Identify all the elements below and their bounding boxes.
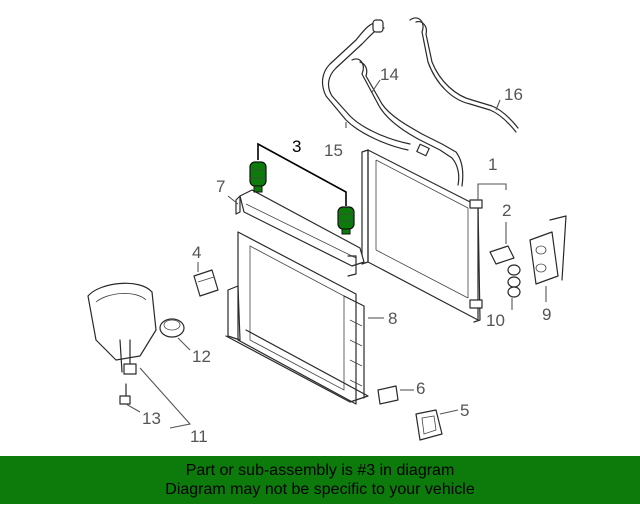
parts-diagram: 1 2 3 4 5 6 7 8 9 10 11 12 13 14 15 16 [87,17,567,446]
callout-10: 10 [486,311,505,330]
mount-3-right [337,206,355,235]
callout-13: 13 [142,409,161,428]
leader-11 [139,367,192,429]
callout-5: 5 [460,401,469,420]
bracket-6 [377,385,399,405]
callout-15: 15 [324,141,343,160]
housing-9 [529,215,567,285]
callout-11: 11 [190,427,208,446]
leader-14 [371,79,381,93]
callout-16: 16 [504,85,523,104]
sensor-13 [119,383,131,405]
callout-1: 1 [488,155,497,174]
mount-3-left [249,161,267,193]
support-7 [235,189,365,277]
cap-12 [159,318,185,338]
callout-14: 14 [380,65,399,84]
hose-15 [321,19,411,151]
radiator-1 [361,149,483,323]
leader-1 [477,183,507,200]
leader-7 [227,195,239,205]
leader-12 [177,337,191,351]
info-banner: Part or sub-assembly is #3 in diagram Di… [0,456,640,504]
banner-line-1: Part or sub-assembly is #3 in diagram [185,462,455,479]
callout-2: 2 [502,201,511,220]
callout-9: 9 [542,305,551,324]
bracket-4 [193,269,219,297]
bracket-5 [415,409,443,441]
callout-4: 4 [192,243,201,262]
hose-14 [351,58,464,187]
callout-12: 12 [192,347,211,366]
valve-2 [489,245,521,298]
leader-16 [495,99,501,111]
leader-13 [125,403,141,413]
banner-line-2: Diagram may not be specific to your vehi… [165,481,475,498]
callout-6: 6 [416,379,425,398]
leader-5 [439,409,459,415]
callout-3: 3 [292,137,301,156]
shroud-8 [225,231,369,405]
leader-3 [257,142,347,206]
callout-8: 8 [388,309,397,328]
hose-16 [409,17,519,133]
reservoir-11 [87,282,157,375]
callout-7: 7 [216,177,225,196]
